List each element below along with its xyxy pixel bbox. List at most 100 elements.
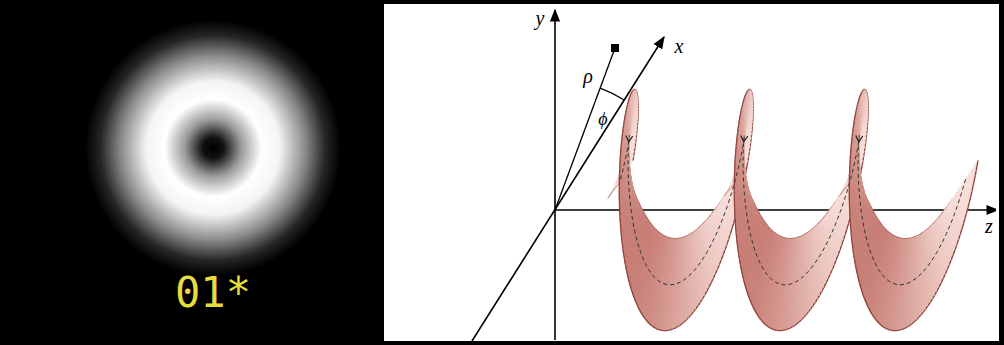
ribbon-edge	[619, 170, 620, 175]
ribbon-edge	[619, 175, 620, 180]
ribbon-face	[855, 222, 881, 265]
ribbon-edge	[619, 191, 620, 196]
ribbon-edge	[850, 228, 852, 233]
ribbon-edge	[764, 222, 766, 223]
ribbon-edge	[857, 100, 859, 102]
ribbon-edge	[619, 196, 620, 201]
ribbon-edge	[858, 278, 859, 282]
axis-label: z	[985, 216, 993, 236]
ribbon-edge	[832, 265, 834, 270]
ribbon-edge	[842, 190, 844, 192]
ribbon-edge	[861, 90, 863, 92]
ribbon-edge	[736, 132, 738, 136]
ribbon-edge	[619, 160, 621, 165]
ribbon-edge	[746, 287, 747, 291]
ribbon-edge	[943, 275, 945, 280]
ribbon-edge	[745, 93, 747, 94]
ribbon-edge	[744, 94, 746, 96]
ribbon-edge	[743, 278, 744, 282]
x-axis	[472, 37, 664, 341]
ribbon-edge	[624, 114, 626, 117]
ribbon-edge	[849, 191, 850, 196]
ribbon-edge	[840, 245, 842, 250]
ribbon-edge	[739, 260, 741, 265]
ribbon-edge	[847, 224, 849, 229]
ribbon-edge	[737, 128, 739, 132]
ribbon-edge	[734, 160, 736, 165]
ribbon-face	[625, 222, 651, 265]
ribbon-edge	[704, 292, 706, 296]
ribbon-edge	[841, 192, 843, 193]
ribbon-edge	[968, 202, 969, 207]
ribbon-edge	[969, 197, 970, 202]
ribbon-edge	[627, 274, 628, 279]
ribbon-edge	[951, 255, 953, 260]
ribbon-edge	[709, 283, 711, 287]
axis-label: x	[675, 36, 684, 56]
ribbon-edge	[955, 245, 957, 250]
ribbon-edge	[620, 145, 622, 150]
ribbon-edge	[934, 292, 936, 296]
ribbon-edge	[850, 223, 852, 228]
ribbon-edge	[620, 228, 622, 233]
ribbon-edge	[746, 90, 748, 92]
ribbon-edge	[629, 96, 631, 98]
rho-line	[555, 48, 615, 210]
ribbon-edge	[971, 192, 972, 197]
ribbon-edge	[730, 229, 732, 234]
ribbon-edge	[736, 137, 738, 141]
ribbon-edge	[629, 283, 630, 287]
ribbon-edge	[824, 283, 826, 287]
flow-arrowhead	[625, 136, 632, 143]
ribbon-edge	[649, 222, 651, 223]
ribbon-edge	[830, 270, 832, 275]
ribbon-edge	[958, 235, 960, 240]
ribbon-edge	[742, 274, 743, 279]
ribbon-edge	[734, 212, 736, 217]
ribbon-edge	[849, 196, 850, 201]
ribbon-edge	[962, 224, 964, 229]
ribbon-edge	[631, 92, 633, 93]
ribbon-edge	[711, 279, 713, 283]
ribbon-edge	[721, 255, 723, 260]
ribbon-edge	[850, 155, 852, 160]
ribbon-edge	[625, 108, 627, 111]
ribbon-edge	[707, 288, 709, 292]
ribbon-edge	[849, 218, 851, 223]
ribbon-edge	[619, 185, 620, 190]
flow-path	[620, 135, 965, 285]
ribbon-edge	[879, 222, 881, 223]
ribbon-edge	[843, 235, 845, 240]
ribbon-edge	[939, 283, 941, 287]
ribbon-edge	[621, 141, 623, 146]
ribbon-edge	[854, 260, 856, 265]
ribbon-edge	[744, 283, 745, 287]
ribbon-edge	[859, 283, 860, 287]
ribbon-edge	[734, 218, 736, 223]
ribbon-edge	[619, 207, 621, 212]
ribbon-edge	[621, 137, 623, 141]
ribbon-segment	[740, 223, 766, 269]
ribbon-edge	[853, 121, 855, 125]
donut-beam	[85, 20, 341, 276]
ribbon-edge	[735, 145, 737, 150]
ribbon-edge	[623, 121, 625, 125]
ribbon-edge	[836, 255, 838, 260]
ribbon-edge	[740, 111, 742, 114]
ribbon-edge	[849, 160, 851, 165]
ribbon-edge	[735, 150, 737, 155]
ribbon-segment	[855, 222, 881, 265]
ribbon-edge	[742, 102, 744, 105]
ribbon-edge	[741, 105, 743, 108]
ribbon-edge	[632, 89, 634, 91]
ribbon-edge	[860, 93, 862, 94]
ribbon-edge	[719, 260, 721, 265]
mode-label: 01*	[175, 272, 251, 314]
ribbon-segment	[625, 222, 651, 265]
ribbon-edge	[734, 165, 736, 170]
ribbon-edge	[625, 111, 627, 114]
axis-label: y	[536, 8, 545, 28]
ribbon-edge	[625, 264, 627, 269]
